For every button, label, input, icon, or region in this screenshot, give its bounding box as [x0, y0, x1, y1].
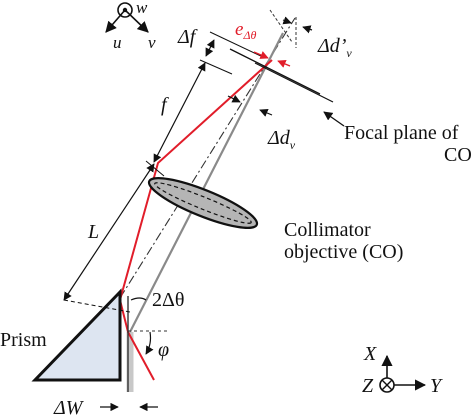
two-delta-theta: 2Δθ	[130, 289, 184, 311]
delta-dv-prime-subscript: v	[346, 46, 352, 60]
svg-text:Δdv: Δdv	[267, 127, 296, 152]
collimator-lens	[147, 177, 259, 229]
delta-f-label: Δf	[177, 26, 198, 48]
delta-W-dimension: ΔW	[53, 397, 158, 418]
delta-dv-subscript: v	[290, 138, 296, 152]
X-axis-label: X	[363, 343, 377, 365]
u-axis-label: u	[113, 33, 122, 52]
Z-axis-label: Z	[362, 375, 374, 397]
phi-angle: φ	[145, 331, 169, 361]
uvw-axes: w u v	[105, 0, 156, 52]
collimator-label-line2: objective (CO)	[284, 241, 403, 263]
f-dimension: f	[153, 59, 233, 163]
delta-dv-prime-label: Δd’	[317, 35, 347, 57]
prism-label: Prism	[0, 329, 47, 351]
two-delta-theta-label: 2Δθ	[152, 289, 184, 311]
focal-plane-callout: Focal plane of CO	[323, 111, 472, 166]
e-delta-theta-label: e	[235, 19, 243, 40]
f-label: f	[161, 94, 169, 116]
e-delta-theta: eΔθ	[235, 19, 291, 68]
svg-text:eΔθ: eΔθ	[235, 19, 256, 42]
w-axis-label: w	[136, 0, 148, 17]
u-axis-arrow	[105, 9, 126, 33]
v-axis-label: v	[148, 33, 156, 52]
Y-axis-label: Y	[430, 375, 443, 397]
reference-ray-gray	[126, 32, 284, 392]
xyz-axes: X Z Y	[362, 343, 443, 397]
svg-text:Δd’v: Δd’v	[317, 35, 352, 60]
prism-shape	[31, 288, 122, 382]
delta-f-dimension: Δf	[177, 26, 266, 59]
delta-dv-prime: Δd’v	[282, 16, 352, 60]
L-dimension: L	[63, 160, 165, 313]
phi-label: φ	[158, 339, 169, 361]
delta-dv: Δdv	[227, 94, 296, 152]
v-axis-arrow	[124, 9, 149, 33]
focal-plane-label-line1: Focal plane of	[344, 122, 459, 144]
delta-dv-label: Δd	[267, 127, 291, 149]
collimator-label-line1: Collimator	[284, 219, 371, 241]
L-label: L	[87, 221, 99, 243]
focal-plane	[229, 9, 334, 103]
delta-W-label: ΔW	[53, 397, 85, 418]
e-delta-theta-subscript: Δθ	[242, 28, 256, 42]
focal-plane-label-line2: CO	[444, 144, 472, 166]
